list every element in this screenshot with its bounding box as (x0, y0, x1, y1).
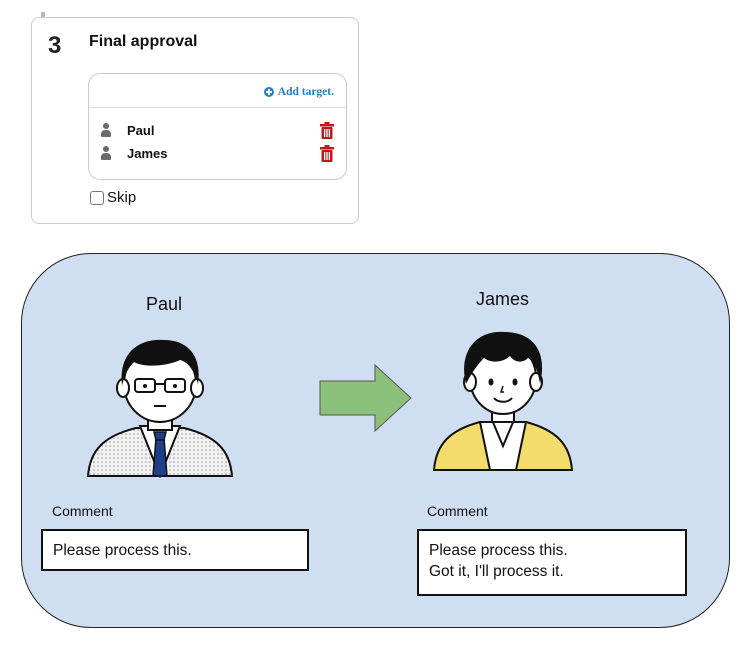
stepper-connector (41, 12, 45, 20)
handoff-arrow-icon (319, 364, 412, 432)
target-name: Paul (127, 122, 155, 138)
user-icon (101, 146, 111, 160)
step-title: Final approval (89, 33, 198, 50)
target-row: James (101, 143, 334, 163)
approval-step-card: 3 Final approval Add target. Paul James (31, 17, 359, 224)
approval-targets-panel: Add target. Paul James (88, 73, 347, 180)
sender-name: Paul (146, 294, 183, 314)
james-avatar (432, 331, 574, 471)
comment-reply-text: Got it, I'll process it. (429, 563, 564, 580)
trash-icon[interactable] (320, 121, 334, 139)
paul-avatar (86, 339, 234, 478)
step-number: 3 (48, 32, 62, 59)
comment-text: Please process this. (429, 542, 568, 559)
user-icon (101, 123, 111, 137)
receiver-name: James (476, 289, 530, 309)
target-name: James (127, 145, 168, 161)
sender-comment-box: Please process this. (41, 529, 309, 571)
add-target-button[interactable]: Add target. (263, 86, 334, 98)
trash-icon[interactable] (320, 144, 334, 162)
sender-comment-label: Comment (52, 503, 113, 519)
skip-option[interactable]: Skip (90, 189, 136, 206)
plus-circle-icon (263, 87, 274, 97)
receiver-comment-box: Please process this. Got it, I'll proces… (417, 529, 687, 596)
add-target-label: Add target. (277, 86, 334, 98)
handoff-illustration: Paul James (21, 253, 730, 628)
divider (89, 107, 346, 108)
skip-checkbox[interactable] (90, 190, 104, 205)
receiver-comment-label: Comment (427, 503, 488, 519)
comment-text: Please process this. (53, 542, 192, 559)
skip-label: Skip (107, 189, 137, 206)
target-row: Paul (101, 120, 334, 140)
